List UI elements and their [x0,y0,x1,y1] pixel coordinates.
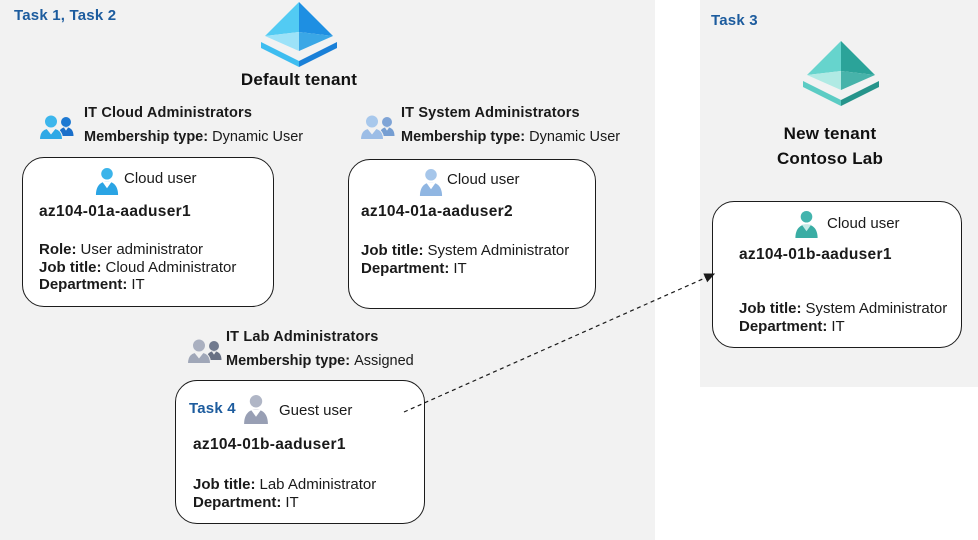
user-field: Job title:System Administrator [361,242,570,259]
group-membership: Membership type:Dynamic User [84,125,303,149]
user-card-aaduser1: Cloud user az104-01a-aaduser1 Role:User … [22,157,274,307]
user-field: Job title:System Administrator [739,300,948,317]
task-4-label: Task 4 [189,400,236,417]
user-field: Job title:Cloud Administrator [39,258,237,276]
cloud-user-icon [418,168,444,196]
user-card-aaduser2: Cloud user az104-01a-aaduser2 Job title:… [348,159,596,309]
user-field: Department:IT [739,317,845,335]
group-icon-it-lab-administrators [186,337,224,367]
membership-value: Assigned [354,353,414,369]
user-kind: Guest user [279,402,353,419]
user-field: Department:IT [39,276,145,293]
default-tenant-icon [258,1,340,67]
user-name: az104-01b-aaduser1 [193,436,346,453]
new-tenant-title-line2: Contoso Lab [776,149,884,168]
user-card-guest-aaduser1: Task 4 Guest user az104-01b-aaduser1 Job… [175,380,425,524]
group-membership: Membership type:Dynamic User [401,125,620,149]
user-kind: Cloud user [827,215,900,232]
group-name: IT Lab Administrators [226,329,379,345]
cloud-user-icon [94,167,120,195]
new-tenant-icon [800,40,882,106]
user-field: Role:User administrator [39,241,204,258]
group-name: IT System Administrators [401,105,580,121]
membership-label: Membership type: [401,129,526,145]
task-3-label: Task 3 [711,12,758,29]
user-field: Job title:Lab Administrator [193,476,377,493]
membership-label: Membership type: [84,129,209,145]
group-icon-it-cloud-administrators [38,113,76,143]
user-card-newtenant-aaduser1: Cloud user az104-01b-aaduser1 Job title:… [712,201,962,348]
group-name: IT Cloud Administrators [84,105,253,121]
membership-label: Membership type: [226,353,351,369]
membership-value: Dynamic User [529,129,621,145]
default-tenant-title: Default tenant [240,70,358,89]
cloud-user-icon [793,210,820,238]
user-name: az104-01a-aaduser2 [361,203,513,220]
guest-user-icon [242,394,270,424]
user-kind: Cloud user [124,170,197,187]
group-membership: Membership type:Assigned [226,349,414,373]
task-1-2-label: Task 1, Task 2 [14,7,117,24]
user-kind: Cloud user [447,171,520,188]
user-name: az104-01a-aaduser1 [39,203,191,220]
user-name: az104-01b-aaduser1 [739,246,892,263]
user-field: Department:IT [361,259,467,277]
group-icon-it-system-administrators [359,113,397,143]
new-tenant-title-line1: New tenant [783,124,877,143]
membership-value: Dynamic User [212,129,304,145]
user-field: Department:IT [193,493,299,511]
